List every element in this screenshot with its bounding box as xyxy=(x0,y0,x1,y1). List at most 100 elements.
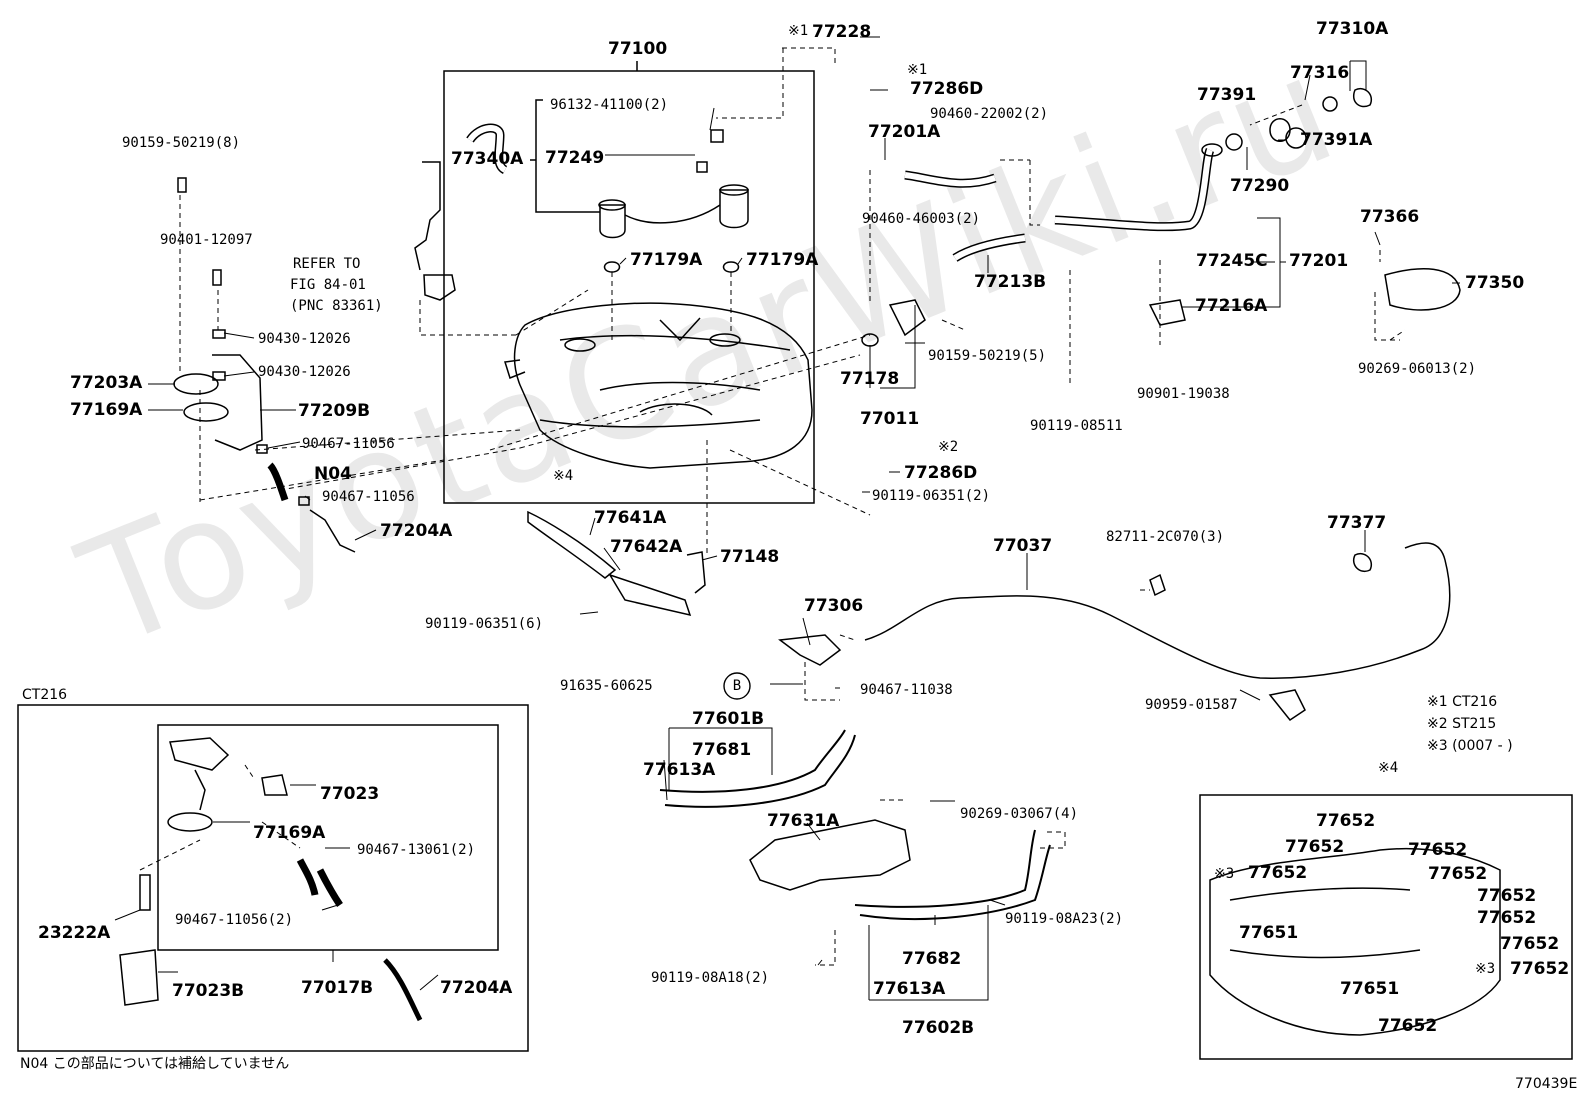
part-label-90467-11056: 90467-11056 xyxy=(302,436,395,452)
marker-1: ※1 xyxy=(788,23,809,39)
part-label-82711-2c070: 82711-2C070(3) xyxy=(1106,529,1225,545)
part-label-77179a: 77179A xyxy=(746,250,819,270)
part-label-77602b: 77602B xyxy=(902,1018,975,1038)
part-label-77366: 77366 xyxy=(1360,207,1420,227)
part-label-90467-11038: 90467-11038 xyxy=(860,682,953,698)
filler-pipe-drawing xyxy=(861,88,1461,347)
sub-part-label-77652: 77652 xyxy=(1500,934,1560,954)
footnote-n04: N04 この部品については補給していません xyxy=(20,1056,290,1072)
part-label-77310a: 77310A xyxy=(1316,19,1389,39)
part-label-77169a: 77169A xyxy=(253,823,326,843)
part-label-90119-08511: 90119-08511 xyxy=(1030,418,1123,434)
sub-part-label-77652: 77652 xyxy=(1477,908,1537,928)
sub-part-label-77652: 77652 xyxy=(1428,864,1488,884)
part-label-91635-60625: 91635-60625 xyxy=(560,678,653,694)
part-label-77631a: 77631A xyxy=(767,811,840,831)
sub-assembly-4-frame xyxy=(1199,794,1573,1060)
marker-4: ※4 xyxy=(1378,760,1399,776)
part-label-90467-13061: 90467-13061(2) xyxy=(357,842,476,858)
part-label-77203a: 77203A xyxy=(70,373,143,393)
part-label-77209b: 77209B xyxy=(298,401,371,421)
part-label-77017b: 77017B xyxy=(301,978,374,998)
part-label-77641a: 77641A xyxy=(594,508,667,528)
figure-code: 770439E xyxy=(1515,1076,1578,1092)
part-label-90119-06351: 90119-06351(2) xyxy=(872,488,991,504)
part-label-77377: 77377 xyxy=(1327,513,1387,533)
variant-box-label: CT216 xyxy=(22,687,68,703)
marker-3: ※3 xyxy=(1475,961,1496,977)
part-label-77681: 77681 xyxy=(692,740,752,760)
marker-3: ※3 xyxy=(1214,866,1235,882)
part-label-77100: 77100 xyxy=(608,39,668,59)
part-label-77245c: 77245C xyxy=(1196,251,1268,271)
part-label-77316: 77316 xyxy=(1290,63,1350,83)
part-label-90430-12026: 90430-12026 xyxy=(258,331,351,347)
part-label-96132-41100: 96132-41100(2) xyxy=(550,97,669,113)
part-label-77391a: 77391A xyxy=(1300,130,1373,150)
part-label-77306: 77306 xyxy=(804,596,864,616)
part-label-77023: 77023 xyxy=(320,784,380,804)
part-label-77613a: 77613A xyxy=(643,760,716,780)
leader-lines xyxy=(114,36,1460,1001)
legend-line-3: ※3 (0007 - ) xyxy=(1427,738,1513,754)
sub-part-label-77652: 77652 xyxy=(1378,1016,1438,1036)
refer-note-line-3: (PNC 83361) xyxy=(290,298,383,314)
part-label-77023b: 77023B xyxy=(172,981,245,1001)
part-label-90269-03067: 90269-03067(4) xyxy=(960,806,1079,822)
legend-line-1: ※1 CT216 xyxy=(1427,694,1498,710)
part-label-77340a: 77340A xyxy=(451,149,524,169)
ct216-variant-frame xyxy=(17,704,529,1052)
ct216-parts-drawing xyxy=(119,737,423,1022)
part-label-77178: 77178 xyxy=(840,369,900,389)
sub-part-label-77652: 77652 xyxy=(1316,811,1376,831)
sub-part-label-77652: 77652 xyxy=(1477,886,1537,906)
part-label-77228: 77228 xyxy=(812,22,872,42)
callout-b-label: B xyxy=(732,678,742,694)
part-label-77179a: 77179A xyxy=(630,250,703,270)
sub-part-label-77652: 77652 xyxy=(1408,840,1468,860)
part-label-77213b: 77213B xyxy=(974,272,1047,292)
part-label-90460-22002: 90460-22002(2) xyxy=(930,106,1049,122)
part-label-90460-46003: 90460-46003(2) xyxy=(862,211,981,227)
part-label-90901-19038: 90901-19038 xyxy=(1137,386,1230,402)
refer-note-line-2: FIG 84-01 xyxy=(290,277,366,293)
part-label-90467-11056: 90467-11056 xyxy=(322,489,415,505)
sub-part-label-77651: 77651 xyxy=(1340,979,1400,999)
part-label-77682: 77682 xyxy=(902,949,962,969)
part-label-90430-12026: 90430-12026 xyxy=(258,364,351,380)
part-label-90467-11056: 90467-11056(2) xyxy=(175,912,294,928)
part-label-77642a: 77642A xyxy=(610,537,683,557)
marker-4: ※4 xyxy=(553,468,574,484)
part-label-77613a: 77613A xyxy=(873,979,946,999)
fuel-pump-drawing xyxy=(466,99,749,273)
part-label-90269-06013: 90269-06013(2) xyxy=(1358,361,1477,377)
part-label-90119-08a23: 90119-08A23(2) xyxy=(1005,911,1124,927)
sub-part-label-77651: 77651 xyxy=(1239,923,1299,943)
part-label-77201a: 77201A xyxy=(868,122,941,142)
part-label-90159-50219: 90159-50219(8) xyxy=(122,135,241,151)
part-label-77350: 77350 xyxy=(1465,273,1525,293)
callout-b-circle xyxy=(723,672,751,700)
sub-part-label-77652: 77652 xyxy=(1285,837,1345,857)
part-label-n04: N04 xyxy=(314,464,352,484)
part-label-90119-06351: 90119-06351(6) xyxy=(425,616,544,632)
part-label-90401-12097: 90401-12097 xyxy=(160,232,253,248)
part-label-77391: 77391 xyxy=(1197,85,1257,105)
part-label-77286d: 77286D xyxy=(910,79,984,99)
part-label-90959-01587: 90959-01587 xyxy=(1145,697,1238,713)
fuel-tank-assembly-frame xyxy=(443,70,815,504)
part-label-77204a: 77204A xyxy=(380,521,453,541)
part-label-77204a: 77204A xyxy=(440,978,513,998)
part-label-23222a: 23222A xyxy=(38,923,111,943)
part-label-77216a: 77216A xyxy=(1195,296,1268,316)
part-label-90159-50219: 90159-50219(5) xyxy=(928,348,1047,364)
sub-assembly-4-drawing xyxy=(1209,847,1501,1036)
part-label-77249: 77249 xyxy=(545,148,605,168)
part-label-77201: 77201 xyxy=(1289,251,1349,271)
tank-straps-drawing xyxy=(527,510,1051,921)
part-label-77037: 77037 xyxy=(993,536,1053,556)
marker-2: ※2 xyxy=(938,439,959,455)
ct216-pump-subframe xyxy=(157,724,499,951)
